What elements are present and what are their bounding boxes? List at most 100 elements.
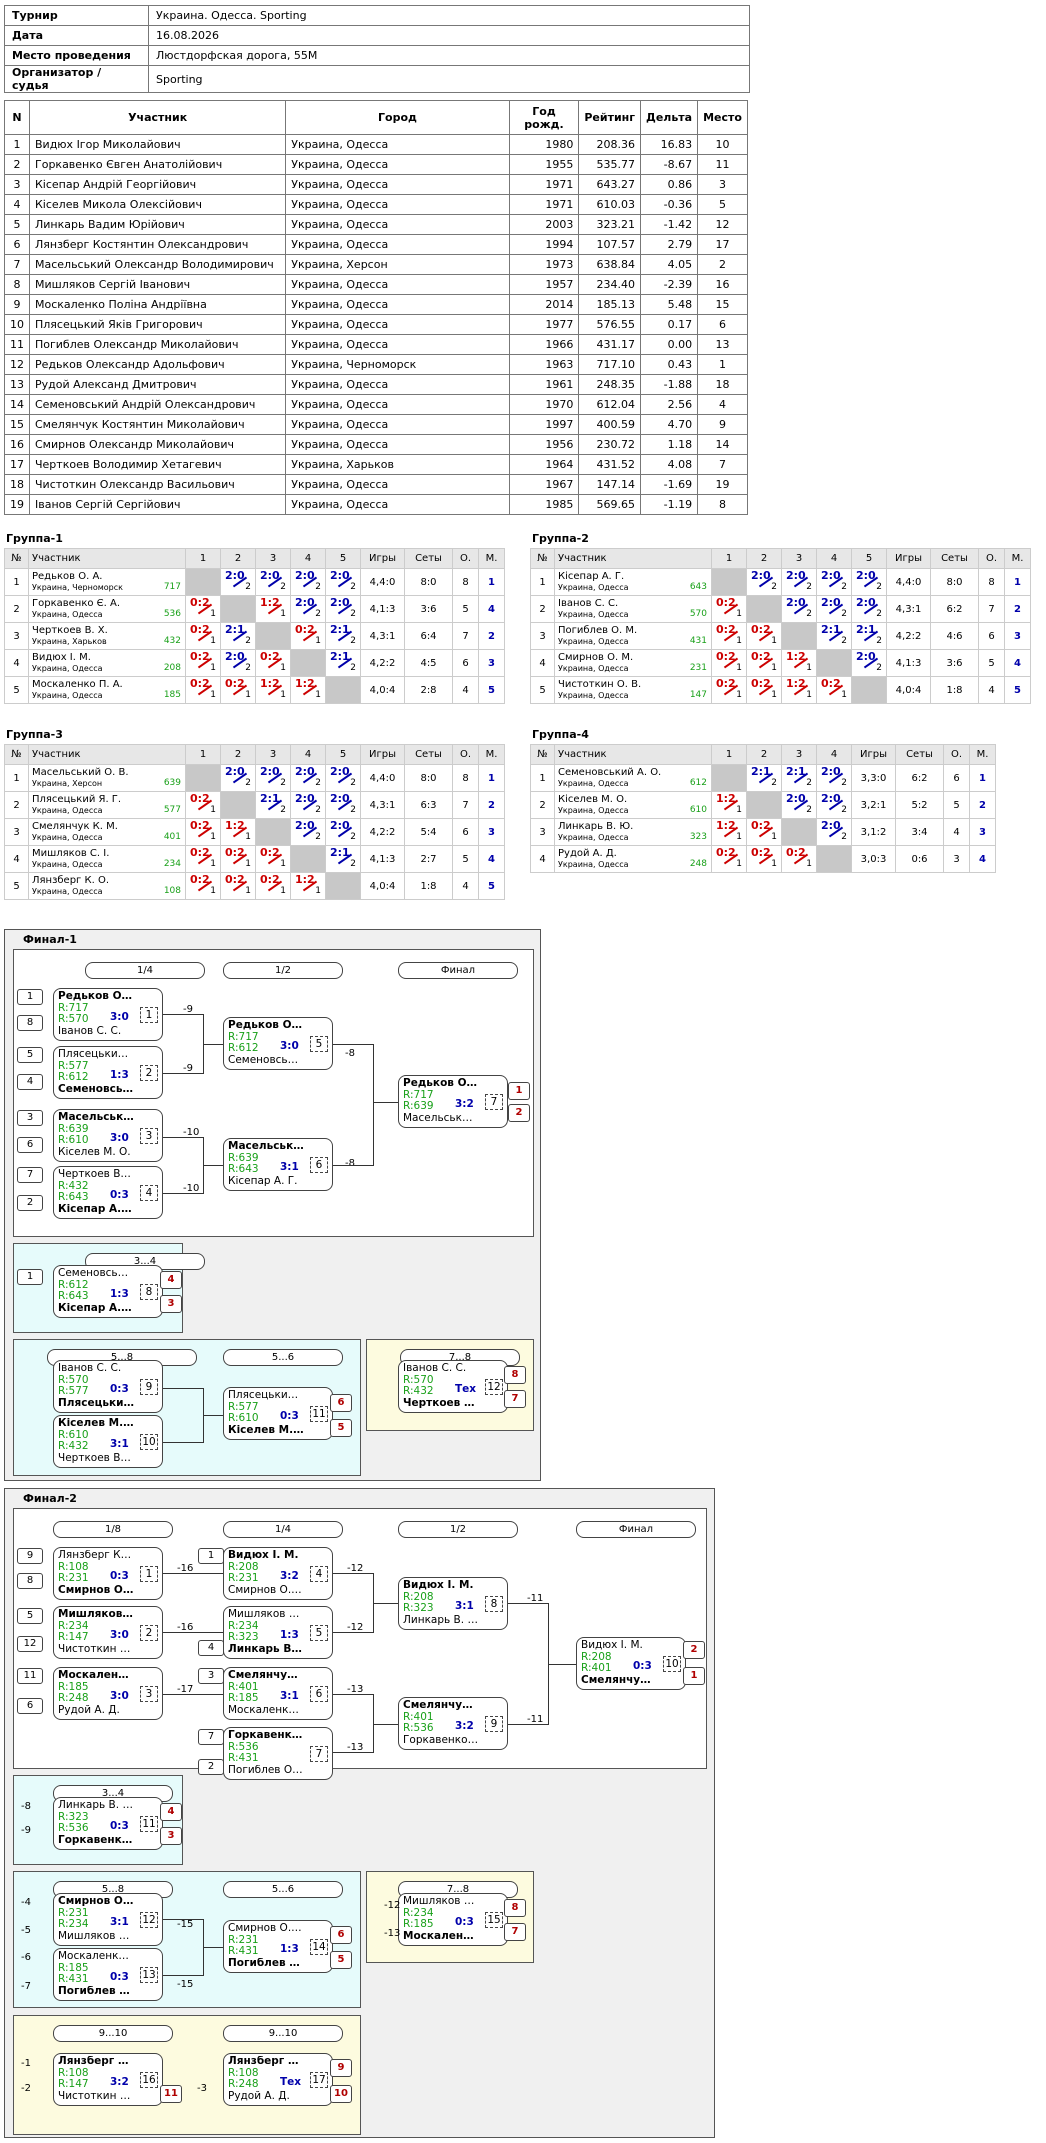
group-header-col: 5 <box>325 744 361 765</box>
participant-cell: 1970 <box>508 394 580 415</box>
group-header-name: Участник <box>28 548 186 569</box>
group-header-name: Участник <box>28 744 186 765</box>
match-score: 0:3 <box>280 1411 299 1422</box>
group-row-pts: 7 <box>452 622 479 650</box>
participant-cell: 535.77 <box>578 154 642 175</box>
group-row-sets: 3:4 <box>895 818 944 846</box>
participant-cell: 17 <box>4 454 30 475</box>
bracket-line <box>163 1442 203 1443</box>
match-bottom-player: Кісепар А. Г. <box>58 1203 134 1215</box>
loser-reference: -13 <box>347 1742 364 1753</box>
score-points: 1 <box>210 635 216 646</box>
group-header-name: Участник <box>554 548 712 569</box>
group-row-place: 3 <box>478 818 505 846</box>
match-bottom-player: Смирнов О. М. <box>228 1584 304 1596</box>
player-name: Плясецький Я. Г. <box>32 794 122 805</box>
group-row-place: 5 <box>478 872 505 900</box>
match-bottom-player: Чистоткин О. В. <box>58 1643 134 1655</box>
score-points: 1 <box>245 831 251 842</box>
score-points: 1 <box>210 608 216 619</box>
match-number: 3 <box>140 1686 158 1702</box>
participant-cell: Украина, Одесса <box>285 134 510 155</box>
group-cell-self <box>851 676 887 704</box>
bracket-line <box>203 1165 223 1166</box>
bracket-line <box>333 1632 373 1633</box>
group-header-games: Игры <box>360 548 405 569</box>
player-rating: 431 <box>689 636 707 646</box>
participant-cell: Украина, Одесса <box>285 234 510 255</box>
match-bottom-player: Погиблев О. М. <box>228 1957 304 1969</box>
group-row-pts: 5 <box>978 649 1005 677</box>
group-cell-self <box>255 622 291 650</box>
participant-cell: 12 <box>4 354 30 375</box>
participant-cell: 5.48 <box>640 294 699 315</box>
loser-reference: -3 <box>197 2083 207 2094</box>
score-value: 2:1 <box>751 764 771 778</box>
score-points: 2 <box>245 635 251 646</box>
participant-cell: Украина, Одесса <box>285 414 510 435</box>
match-number: 13 <box>140 1967 158 1983</box>
participant-cell: 2 <box>4 154 30 175</box>
score-points: 1 <box>315 635 321 646</box>
bracket-line <box>373 1694 374 1753</box>
seed-number: 2 <box>17 1195 43 1211</box>
loser-reference: -10 <box>183 1183 200 1194</box>
score-points: 1 <box>280 885 286 896</box>
score-points: 2 <box>350 777 356 788</box>
participant-cell: 1973 <box>508 254 580 275</box>
final-1-title: Финал-1 <box>23 933 77 946</box>
score-points: 1 <box>280 689 286 700</box>
score-value: 2:0 <box>751 568 771 582</box>
match-score: Тех <box>455 1384 477 1395</box>
group-row-num: 2 <box>4 595 29 623</box>
match-bottom-player: Мишляков С. І. <box>58 1930 134 1942</box>
final-2-title: Финал-2 <box>23 1492 77 1505</box>
group-row-num: 3 <box>530 818 555 846</box>
group-row-place: 2 <box>1004 595 1031 623</box>
group-header-pts: О. <box>452 744 479 765</box>
participant-cell: 8 <box>4 274 30 295</box>
match-number: 8 <box>140 1284 158 1300</box>
score-value: 2:0 <box>786 791 806 805</box>
organizer-value: Sporting <box>148 65 750 93</box>
player-city: Украина, Одесса <box>558 806 629 815</box>
player-name: Рудой А. Д. <box>558 848 617 859</box>
score-points: 1 <box>841 689 847 700</box>
group-row-games: 4,4:0 <box>360 568 405 596</box>
score-points: 1 <box>771 858 777 869</box>
group-header-num: № <box>4 744 29 765</box>
group-cell-self <box>185 568 221 596</box>
score-value: 2:0 <box>295 764 315 778</box>
group-row-pts: 6 <box>978 622 1005 650</box>
loser-reference: -12 <box>347 1563 364 1574</box>
participant-cell: Смелянчук Костянтин Миколайович <box>28 414 287 435</box>
loser-slot: 1 <box>17 1269 43 1285</box>
loser-reference: -15 <box>177 1919 194 1930</box>
score-points: 2 <box>841 804 847 815</box>
match-bottom-player: Москаленко П... <box>228 1704 304 1716</box>
final-place: 1 <box>508 1082 530 1100</box>
seed-number: 5 <box>17 1047 43 1063</box>
group-cell-self <box>816 845 852 873</box>
score-points: 2 <box>350 581 356 592</box>
loser-reference: -16 <box>177 1622 194 1633</box>
group-row-sets: 1:8 <box>404 872 453 900</box>
